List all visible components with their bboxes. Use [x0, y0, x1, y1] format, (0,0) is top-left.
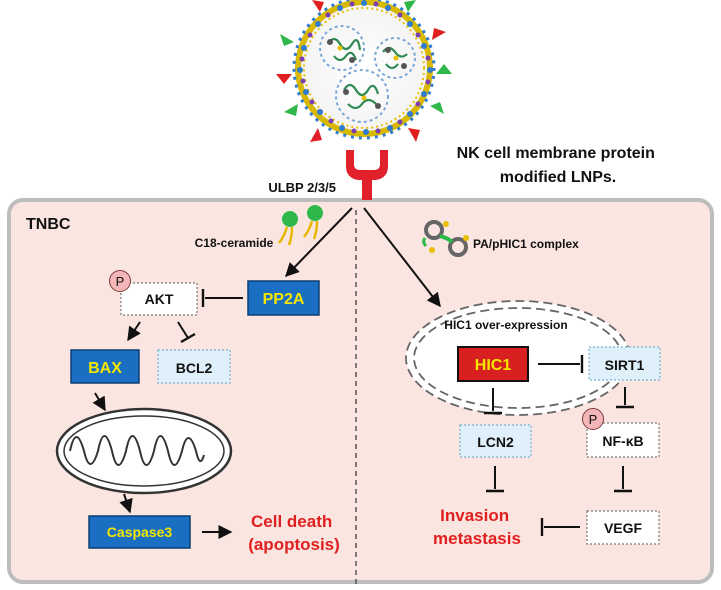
lnp-title: NK cell membrane protein modified LNPs.: [457, 145, 660, 186]
arrow-mito-caspase: [119, 493, 133, 514]
bcl2-box: [157, 349, 231, 384]
cell-death-line-2: (apoptosis): [248, 535, 340, 554]
vegf-label: VEGF: [604, 520, 643, 536]
ceramide-label: C18-ceramide: [195, 236, 274, 250]
nfkb-box: [586, 422, 660, 458]
arrow-receptor-nucleus: [363, 207, 441, 308]
hic1-label: HIC1: [475, 357, 512, 374]
nucleus-label: HIC1 over-expression: [444, 318, 567, 332]
pp2a-box: [247, 280, 320, 316]
cell-death-line-1: Cell death: [251, 512, 332, 531]
complex-label: PA/pHIC1 complex: [473, 237, 579, 251]
ceramide-icon: [278, 205, 323, 246]
mitochondrion-icon: [55, 407, 233, 495]
vegf-box: [586, 510, 660, 545]
caspase3-label: Caspase3: [107, 524, 173, 540]
pa-phic1-complex-icon: [422, 220, 469, 257]
bax-label: BAX: [88, 360, 122, 377]
nfkb-phospho-label: P: [589, 412, 598, 427]
hic1-box: [457, 346, 529, 382]
cell-death-label: Cell death (apoptosis): [248, 512, 340, 554]
arrow-akt-bax: [127, 321, 141, 342]
invasion-line-1: Invasion: [440, 506, 509, 525]
pp2a-label: PP2A: [263, 291, 305, 308]
nfkb-label: NF-κB: [602, 433, 643, 449]
invasion-line-2: metastasis: [433, 529, 521, 548]
caspase3-box: [88, 515, 191, 549]
lnp-title-line-1: NK cell membrane protein: [457, 145, 655, 162]
akt-box: [120, 282, 198, 316]
lcn2-box: [459, 424, 532, 458]
sirt1-label: SIRT1: [605, 357, 645, 373]
ulbp-label: ULBP 2/3/5: [268, 180, 336, 195]
lnp-particle-icon: [276, 0, 452, 142]
inhibit-akt-bcl2: [177, 321, 189, 339]
bax-box: [70, 349, 140, 384]
ulbp-receptor-icon: [346, 150, 388, 200]
lnp-title-line-2: modified LNPs.: [500, 169, 616, 186]
invasion-label: Invasion metastasis: [433, 506, 521, 548]
akt-label: AKT: [145, 291, 174, 307]
bcl2-label: BCL2: [176, 360, 213, 376]
akt-phospho-icon: [109, 270, 131, 292]
sirt1-box: [588, 346, 661, 381]
arrow-receptor-pp2a: [285, 207, 353, 278]
lcn2-label: LCN2: [477, 434, 514, 450]
tnbc-label: TNBC: [26, 216, 71, 233]
nfkb-phospho-icon: [582, 408, 604, 430]
akt-phospho-label: P: [116, 274, 125, 289]
arrow-bax-mito: [92, 392, 106, 412]
